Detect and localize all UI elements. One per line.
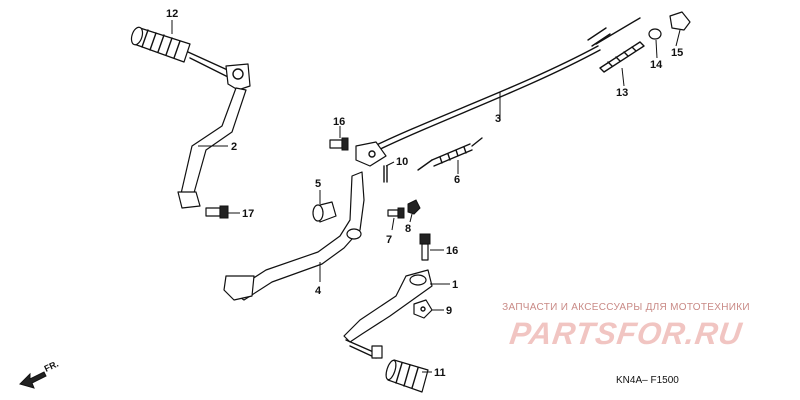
nut-9 xyxy=(413,299,433,319)
callout-1: 1 xyxy=(452,279,458,291)
callout-13: 13 xyxy=(616,87,628,99)
brake-pedal xyxy=(223,171,365,301)
kick-grip-rubber xyxy=(130,26,191,63)
kick-starter-arm xyxy=(177,51,251,209)
cotter-pin-10 xyxy=(383,165,388,183)
callout-9: 9 xyxy=(446,305,452,317)
watermark-caption: ЗАПЧАСТИ И АКСЕССУАРЫ ДЛЯ МОТОТЕХНИКИ xyxy=(502,302,750,313)
bolt-17 xyxy=(205,205,229,219)
collar-14 xyxy=(648,28,662,40)
callout-5: 5 xyxy=(315,178,321,190)
callout-17: 17 xyxy=(242,208,254,220)
callout-16-lower: 16 xyxy=(446,245,458,257)
callout-11: 11 xyxy=(434,367,446,379)
bolt-16-upper xyxy=(329,137,349,151)
callout-7: 7 xyxy=(386,234,392,246)
callout-3: 3 xyxy=(495,113,501,125)
callout-8: 8 xyxy=(405,223,411,235)
cable-bracket xyxy=(355,141,387,167)
callout-16-upper: 16 xyxy=(333,116,345,128)
step-rubber xyxy=(385,359,429,393)
callouts: 1 2 3 4 5 6 7 8 9 10 11 12 13 14 15 16 1… xyxy=(166,8,683,379)
callout-15: 15 xyxy=(671,47,683,59)
cable-spring-13 xyxy=(599,41,645,73)
return-spring-6 xyxy=(417,137,483,171)
callout-4: 4 xyxy=(315,285,322,297)
bolt-7 xyxy=(387,207,405,219)
callout-2: 2 xyxy=(231,141,237,153)
front-direction-label: FR. xyxy=(43,359,60,374)
cap-nut-15 xyxy=(669,11,691,31)
bushing-5 xyxy=(312,201,337,223)
diagram-code: KN4A– F1500 xyxy=(616,375,679,386)
front-direction-arrow: FR. xyxy=(19,359,60,389)
bolt-18 xyxy=(419,233,431,261)
callout-14: 14 xyxy=(650,59,663,71)
callout-6: 6 xyxy=(454,174,460,186)
nut-8 xyxy=(407,199,421,215)
step-bar xyxy=(343,269,433,359)
brake-cable xyxy=(361,17,641,157)
leader-lines xyxy=(171,20,681,373)
callout-12: 12 xyxy=(166,8,178,20)
watermark-logo: PARTSFOR.RU xyxy=(507,316,745,351)
callout-10: 10 xyxy=(396,156,408,168)
